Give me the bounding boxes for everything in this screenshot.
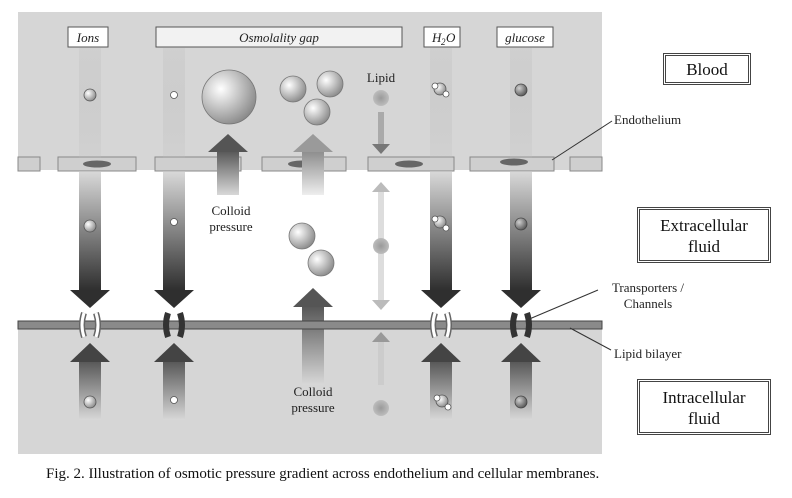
small-particle xyxy=(170,218,178,226)
intracellular-label-1: Intracellular xyxy=(662,388,746,407)
channel-h2o xyxy=(430,312,452,338)
down-arrow-glucose xyxy=(501,172,541,308)
label-glucose: glucose xyxy=(496,26,554,48)
svg-text:O: O xyxy=(446,30,456,45)
up-arrow-colloid-upper xyxy=(208,134,248,195)
water-molecule xyxy=(431,82,450,98)
svg-text:2: 2 xyxy=(441,37,446,47)
lipid-bilayer xyxy=(17,320,603,330)
colloid-medium xyxy=(303,98,331,126)
extracellular-box: Extracellular fluid xyxy=(637,207,771,263)
down-arrow-osmolality xyxy=(154,172,194,308)
small-particle xyxy=(170,396,178,404)
label-h2o: H 2 O xyxy=(423,26,461,48)
endothelium-label: Endothelium xyxy=(614,112,681,127)
colloid-pressure-upper-1: Colloid xyxy=(211,203,251,218)
particles xyxy=(83,69,528,416)
transporters-label-2: Channels xyxy=(624,296,672,311)
colloid-medium xyxy=(307,249,335,277)
lipid-bilayer-label: Lipid bilayer xyxy=(614,346,682,361)
glucose-particle xyxy=(514,395,528,409)
water-molecule xyxy=(433,394,452,411)
label-ions: Ions xyxy=(67,26,109,48)
lipid-particle xyxy=(373,238,389,254)
colloid-medium xyxy=(288,222,316,250)
ion-particle xyxy=(83,395,97,409)
ion-particle xyxy=(83,219,97,233)
svg-text:glucose: glucose xyxy=(505,30,545,45)
svg-text:Ions: Ions xyxy=(76,30,99,45)
lipid-label: Lipid xyxy=(367,70,396,85)
upper-shafts xyxy=(79,48,532,158)
extracellular-label-1: Extracellular xyxy=(660,216,748,235)
channel-osmolality xyxy=(163,312,185,338)
transporters-label-1: Transporters / xyxy=(612,280,684,295)
channel-glucose xyxy=(510,312,532,338)
colloid-large xyxy=(201,69,257,125)
extracellular-label-2: fluid xyxy=(687,237,721,256)
glucose-particle xyxy=(514,83,528,97)
endothelium-leader xyxy=(551,120,613,161)
lipid-particle xyxy=(373,400,389,416)
colloid-medium xyxy=(279,75,307,103)
up-arrow-osmolality-intra xyxy=(154,343,194,420)
colloid-pressure-lower-1: Colloid xyxy=(293,384,333,399)
blood-label: Blood xyxy=(686,60,728,79)
intracellular-label-2: fluid xyxy=(687,409,721,428)
channel-ions xyxy=(79,312,101,338)
colloid-pressure-upper-2: pressure xyxy=(209,219,253,234)
lipid-particle xyxy=(373,90,389,106)
blood-box: Blood xyxy=(663,53,751,85)
label-osmolality-gap: Osmolality gap xyxy=(155,26,403,48)
ion-particle xyxy=(83,88,97,102)
figure-caption: Fig. 2. Illustration of osmotic pressure… xyxy=(46,466,600,482)
glucose-particle xyxy=(514,217,528,231)
up-arrow-colloid-mid xyxy=(293,134,333,195)
down-arrow-h2o xyxy=(421,172,461,308)
colloid-medium xyxy=(316,70,344,98)
svg-text:H: H xyxy=(431,30,442,45)
transporters-leader xyxy=(526,289,599,321)
svg-text:Osmolality gap: Osmolality gap xyxy=(239,30,319,45)
bilayer-leader xyxy=(569,327,612,351)
colloid-pressure-lower-2: pressure xyxy=(291,400,335,415)
small-particle xyxy=(170,91,178,99)
intracellular-box: Intracellular fluid xyxy=(637,379,771,435)
water-molecule xyxy=(431,215,450,232)
